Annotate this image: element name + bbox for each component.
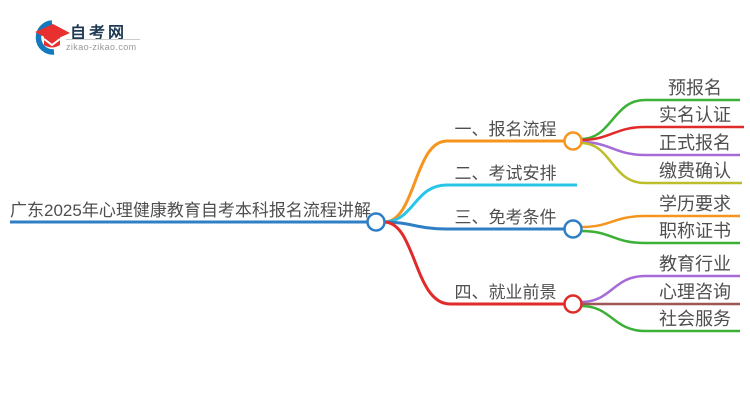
graduation-cap-icon [35,20,70,55]
subtopic-label-formal-registration: 正式报名 [659,133,731,153]
subtopic-label-education-requirement: 学历要求 [659,194,731,214]
logo-divider [66,39,140,40]
subtopic-label-pre-registration: 预报名 [668,78,722,98]
subtopic-connector-realname-auth [580,125,744,142]
subtopic-label-title-certificate: 职称证书 [659,221,731,241]
subtopic-label-payment-confirm: 缴费确认 [659,161,731,181]
branch-2-connector [383,183,577,224]
branch-2-label: 二、考试安排 [454,164,557,183]
subtopic-connector-payment-confirm [580,141,742,185]
subtopic-connector-social-service [580,304,740,333]
site-logo: 自考网 zikao-zikao.com [0,0,200,70]
swoosh-shape [35,20,55,55]
branch-3-label: 三、免考条件 [454,208,557,227]
branch-3-connector [383,220,564,231]
subtopic-label-social-service: 社会服务 [659,309,731,329]
subtopic-connector-title-certificate [580,229,740,245]
branch-3-node-circle [563,219,583,239]
subtopic-connector-formal-registration [580,140,740,157]
subtopic-connector-education-requirement [580,214,740,229]
site-url: zikao-zikao.com [66,42,137,52]
cap-chevron [43,38,61,47]
subtopic-label-education-industry: 教育行业 [659,254,731,274]
root-topic-label: 广东2025年心理健康教育自考本科报名流程讲解 [10,201,371,220]
site-name: 自考网 [70,25,128,42]
subtopic-label-realname-auth: 实名认证 [659,105,731,125]
branch-1-connector [383,139,564,224]
root-node-circle [366,212,386,232]
branch-1-node-circle [563,131,583,151]
branch-4-connector [383,220,564,306]
cap-base [44,36,60,48]
branch-1-label: 一、报名流程 [454,120,557,139]
subtopic-label-psych-counseling: 心理咨询 [659,282,731,302]
subtopic-connector-education-industry [580,274,740,304]
subtopic-connector-pre-registration [580,98,740,141]
branch-4-label: 四、就业前景 [454,283,557,302]
branch-4-node-circle [563,294,583,314]
cap-top [35,24,70,41]
